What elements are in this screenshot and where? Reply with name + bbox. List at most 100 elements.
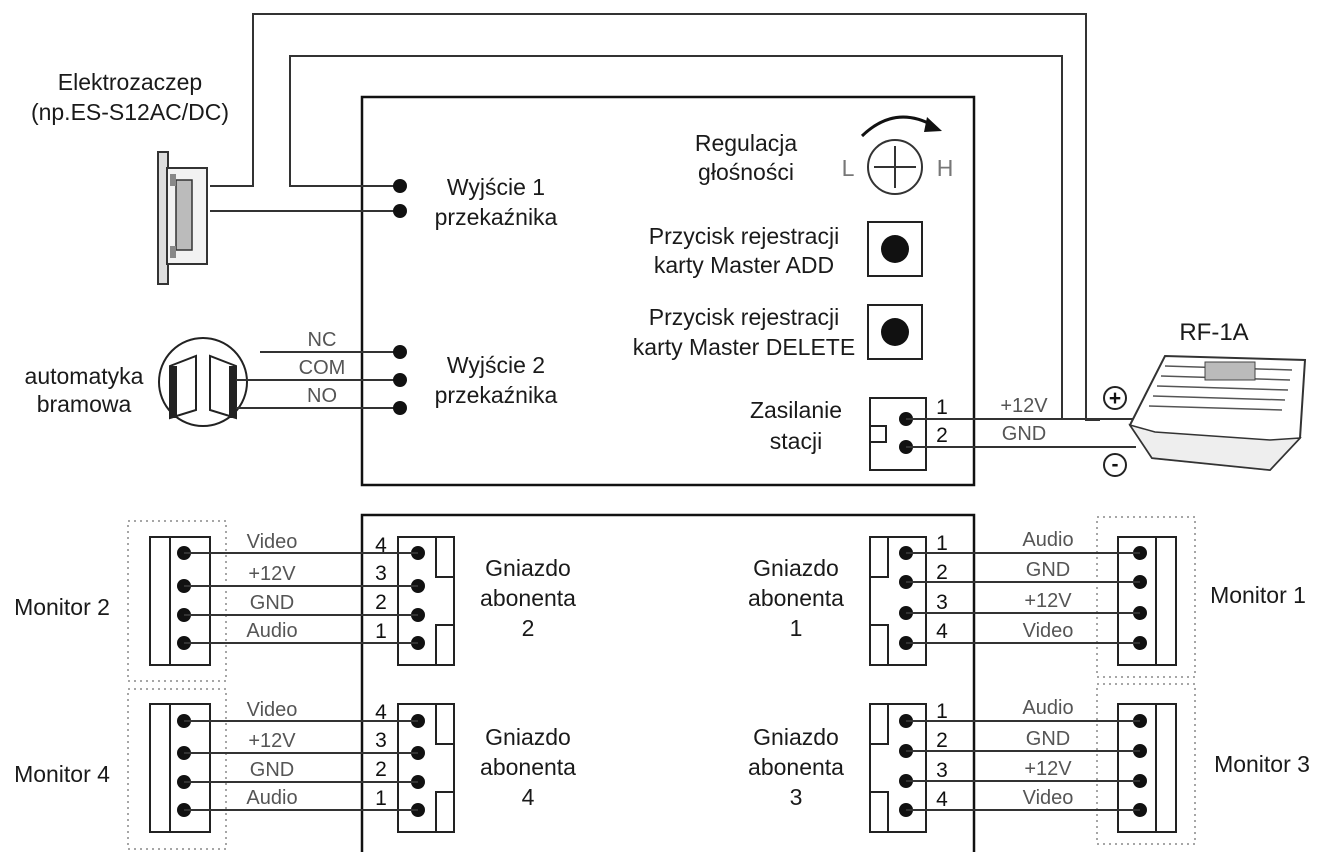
volume-low-label: L — [842, 155, 855, 181]
psu-name: RF-1A — [1179, 319, 1248, 346]
socket1-connector — [869, 536, 927, 666]
m2-wire-label-audio: Audio — [246, 620, 297, 642]
m1-wire-label-video: Video — [1023, 620, 1074, 642]
minus-terminal-icon — [1103, 453, 1127, 477]
s4-pin-4: 4 — [375, 701, 387, 724]
s1-pin-3: 3 — [936, 591, 948, 614]
m1-wire-label-audio: Audio — [1022, 529, 1073, 551]
socket2-label-line2: abonenta — [480, 585, 576, 611]
relay1-label-line1: Wyjście 1 — [447, 174, 545, 200]
volume-label-line1: Regulacja — [695, 130, 797, 156]
delete-button-label-line2: karty Master DELETE — [633, 334, 855, 360]
psu-minus-label: - — [1112, 453, 1119, 476]
power-pin-1: 1 — [936, 396, 948, 419]
m4-wire-label-12v: +12V — [248, 730, 296, 752]
gate-label-line2: bramowa — [37, 391, 132, 417]
power-connector — [869, 397, 927, 471]
power-supply-icon — [1128, 354, 1307, 472]
power-label-line1: Zasilanie — [750, 397, 842, 423]
psu-plus-label: + — [1109, 387, 1121, 410]
master-add-button[interactable] — [867, 221, 923, 277]
s2-pin-4: 4 — [375, 534, 387, 557]
socket4-connector — [397, 703, 455, 833]
socket2-number: 2 — [522, 615, 535, 641]
monitor4-frame — [127, 688, 227, 850]
socket3-number: 3 — [790, 784, 803, 810]
s3-pin-1: 1 — [936, 700, 948, 723]
socket4-label-line2: abonenta — [480, 754, 576, 780]
socket2-label-line1: Gniazdo — [485, 555, 571, 581]
m2-wire-label-12v: +12V — [248, 563, 296, 585]
relay1-terminal-b — [393, 204, 407, 218]
volume-arrow-head-icon — [924, 117, 942, 132]
wire-label-com: COM — [299, 357, 346, 379]
m2-wire-label-gnd: GND — [250, 592, 294, 614]
gate-label-line1: automatyka — [25, 363, 144, 389]
m4-wire-label-audio: Audio — [246, 787, 297, 809]
s2-pin-3: 3 — [375, 562, 387, 585]
m4-wire-label-gnd: GND — [250, 759, 294, 781]
socket4-number: 4 — [522, 784, 535, 810]
power-label-line2: stacji — [770, 428, 822, 454]
lock-model: (np.ES-S12AC/DC) — [31, 99, 229, 125]
plus-terminal-icon — [1103, 386, 1127, 410]
s4-pin-3: 3 — [375, 729, 387, 752]
volume-high-label: H — [937, 155, 954, 181]
volume-label-line2: głośności — [698, 159, 794, 185]
power-wire-gnd: GND — [1002, 423, 1046, 445]
add-button-label-line2: karty Master ADD — [654, 252, 834, 278]
m3-wire-label-audio: Audio — [1022, 697, 1073, 719]
s1-pin-1: 1 — [936, 532, 948, 555]
m1-wire-label-12v: +12V — [1024, 590, 1072, 612]
master-delete-button[interactable] — [867, 304, 923, 360]
relay1-label-line2: przekaźnika — [435, 204, 558, 230]
s3-pin-4: 4 — [936, 788, 948, 811]
electric-strike-icon — [157, 151, 208, 285]
socket1-label-line2: abonenta — [748, 585, 844, 611]
s4-pin-2: 2 — [375, 758, 387, 781]
monitor2-connector — [149, 536, 211, 666]
relay2-terminal-nc — [393, 345, 407, 359]
wire-label-nc: NC — [308, 329, 337, 351]
monitor3-label: Monitor 3 — [1214, 751, 1310, 777]
m3-wire-label-gnd: GND — [1026, 728, 1070, 750]
m3-wire-label-video: Video — [1023, 787, 1074, 809]
gate-automation-icon — [158, 337, 248, 427]
socket3-label-line1: Gniazdo — [753, 724, 839, 750]
relay2-terminal-no — [393, 401, 407, 415]
socket1-label-line1: Gniazdo — [753, 555, 839, 581]
monitor3-frame — [1096, 683, 1196, 845]
monitor1-label: Monitor 1 — [1210, 582, 1306, 608]
monitor4-label: Monitor 4 — [14, 761, 110, 787]
volume-knob-icon[interactable] — [867, 139, 923, 195]
m3-wire-label-12v: +12V — [1024, 758, 1072, 780]
monitor3-connector — [1117, 703, 1177, 833]
m1-wire-label-gnd: GND — [1026, 559, 1070, 581]
socket2-connector — [397, 536, 455, 666]
wire-relay1-top — [289, 55, 1063, 420]
m4-wire-label-video: Video — [247, 699, 298, 721]
lock-title: Elektrozaczep — [58, 69, 202, 95]
s3-pin-2: 2 — [936, 729, 948, 752]
socket1-number: 1 — [790, 615, 803, 641]
socket3-connector — [869, 703, 927, 833]
monitor2-label: Monitor 2 — [14, 594, 110, 620]
m2-wire-label-video: Video — [247, 531, 298, 553]
socket4-label-line1: Gniazdo — [485, 724, 571, 750]
monitor4-connector — [149, 703, 211, 833]
s2-pin-1: 1 — [375, 620, 387, 643]
monitor2-frame — [127, 520, 227, 682]
power-pin-2: 2 — [936, 424, 948, 447]
wire-label-no: NO — [307, 385, 337, 407]
monitor1-connector — [1117, 536, 1177, 666]
s2-pin-2: 2 — [375, 591, 387, 614]
relay2-label-line1: Wyjście 2 — [447, 352, 545, 378]
relay2-terminal-com — [393, 373, 407, 387]
s3-pin-3: 3 — [936, 759, 948, 782]
socket3-label-line2: abonenta — [748, 754, 844, 780]
delete-button-label-line1: Przycisk rejestracji — [649, 304, 839, 330]
s4-pin-1: 1 — [375, 787, 387, 810]
s1-pin-4: 4 — [936, 620, 948, 643]
add-button-label-line1: Przycisk rejestracji — [649, 223, 839, 249]
